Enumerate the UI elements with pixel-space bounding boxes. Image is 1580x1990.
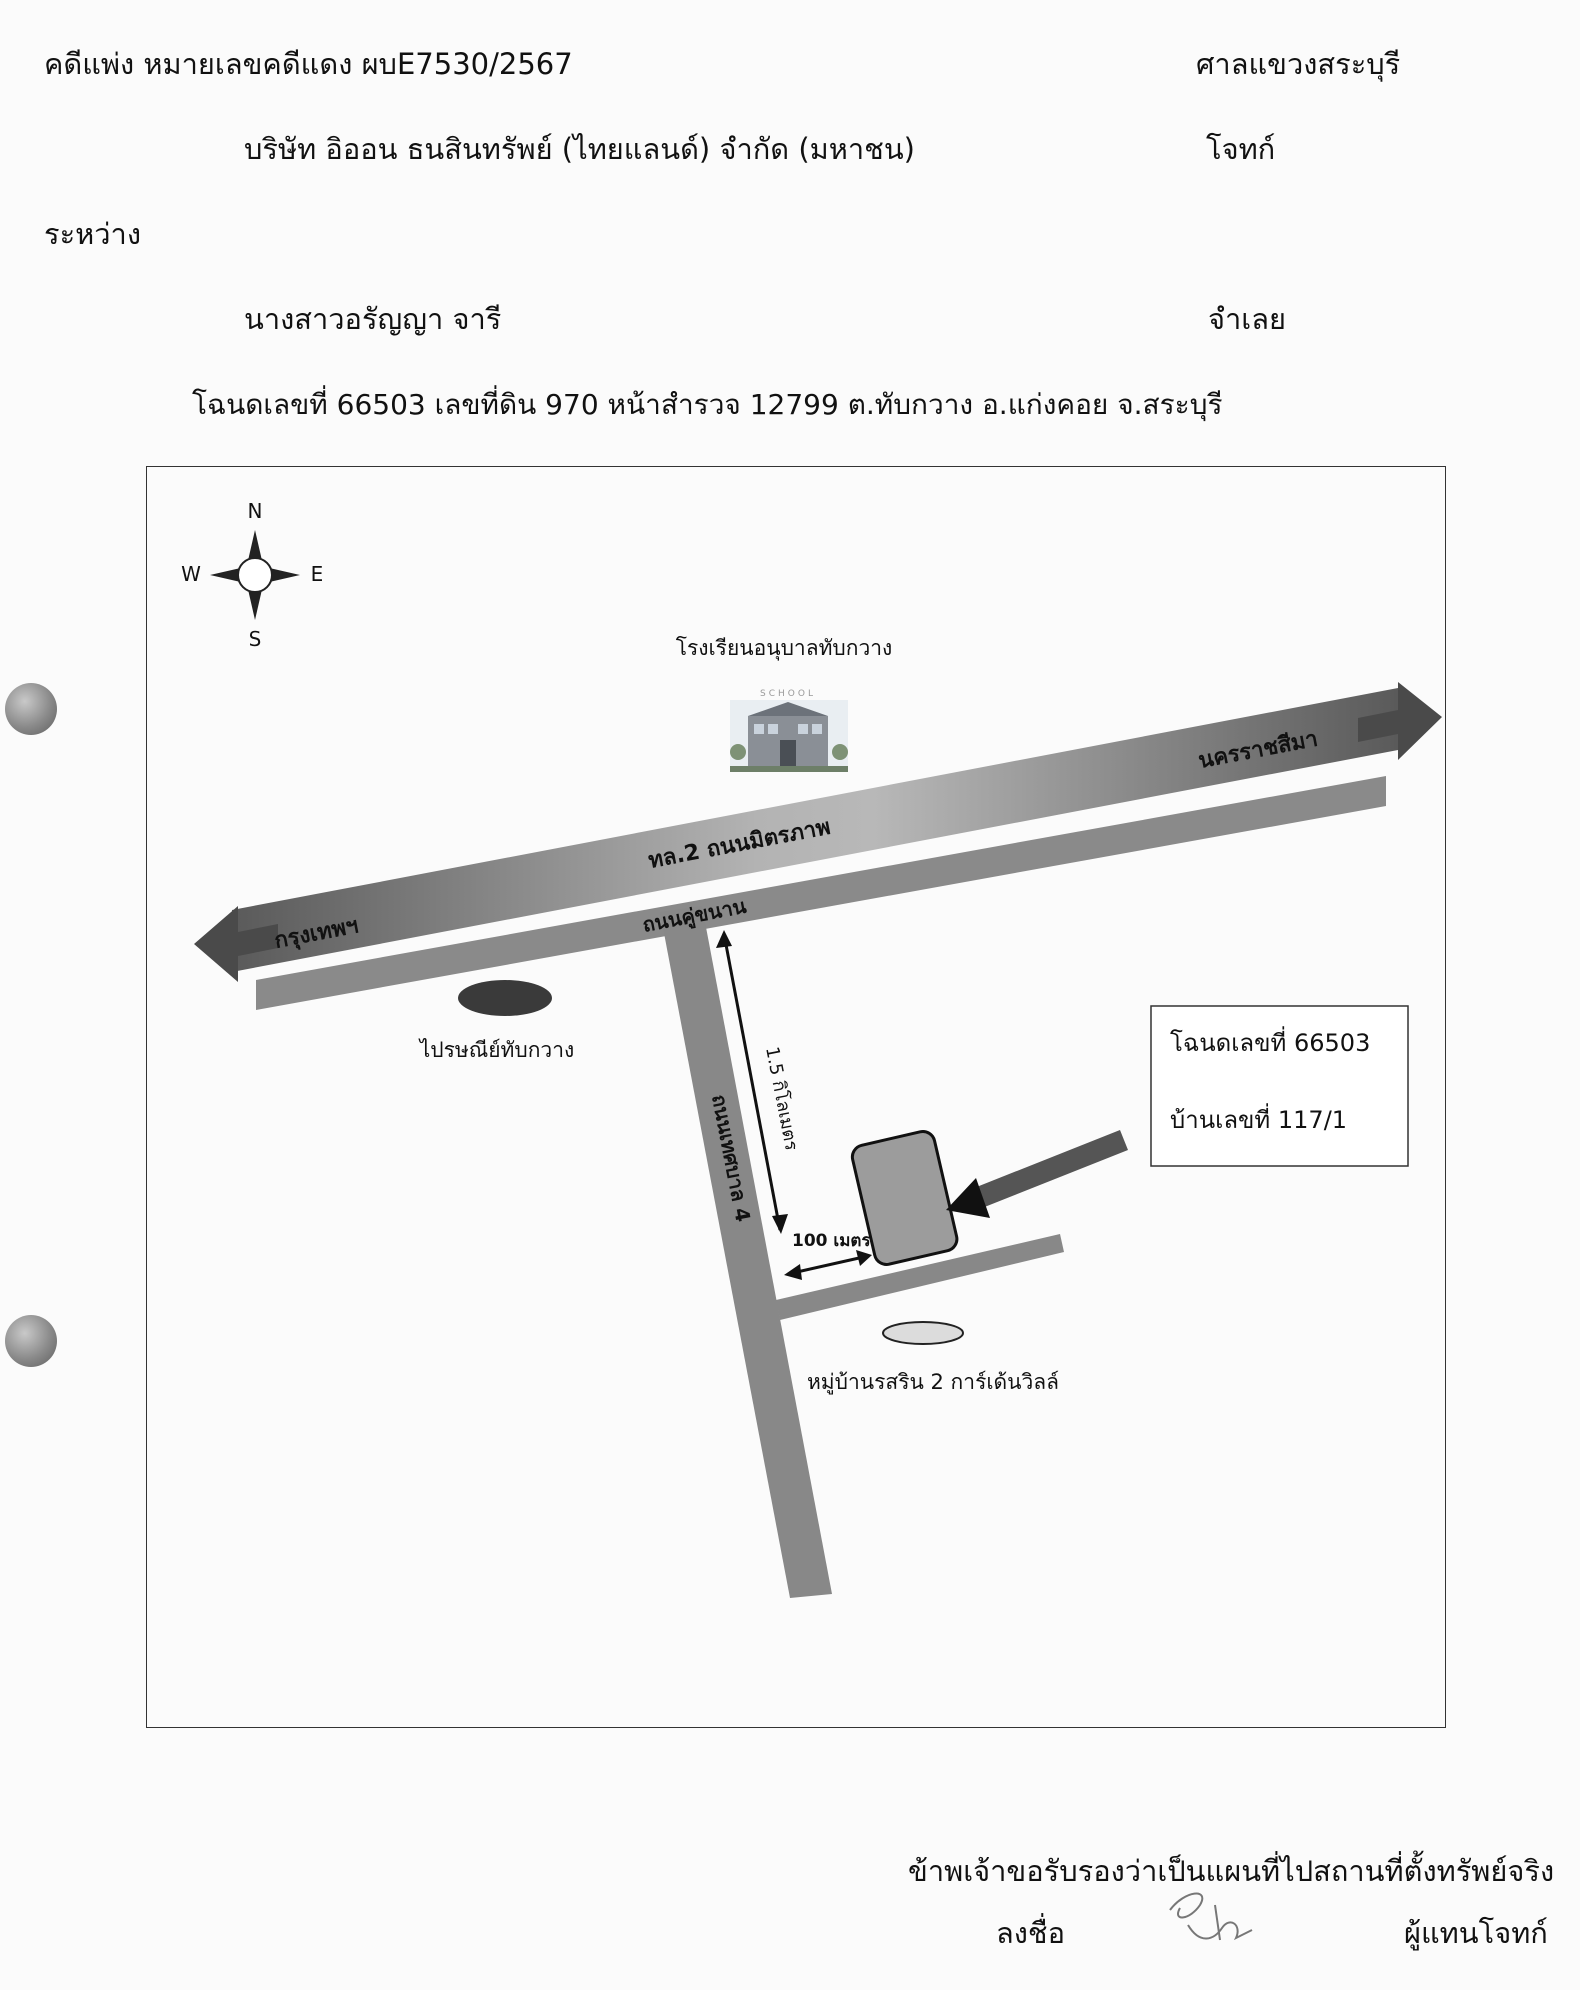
school-label: โรงเรียนอนุบาลทับกวาง [676, 636, 893, 661]
arrow-east-icon [1358, 682, 1442, 760]
defendant-name: นางสาวอรัญญา จารี [244, 302, 502, 336]
side-road [660, 906, 832, 1598]
sign-label: ลงชื่อ [996, 1916, 1066, 1950]
representative-label: ผู้แทนโจทก์ [1404, 1916, 1548, 1950]
school-icon: SCHOOL [730, 689, 848, 772]
plaintiff-name: บริษัท อิออน ธนสินทรัพย์ (ไทยแลนด์) จำกั… [244, 132, 915, 166]
compass-s: S [249, 627, 262, 651]
distance-short-label: 100 เมตร [792, 1231, 871, 1251]
compass-w: W [181, 562, 201, 586]
property-parcel [850, 1129, 959, 1266]
info-box [1150, 1005, 1409, 1167]
post-office-label: ไปรษณีย์ทับกวาง [418, 1038, 575, 1062]
arrow-west-icon [194, 906, 278, 982]
post-office-marker [458, 980, 552, 1016]
deed-line: โฉนดเลขที่ 66503 เลขที่ดิน 970 หน้าสำรวจ… [192, 388, 1223, 421]
frontage-road [256, 776, 1386, 1010]
village-road [776, 1234, 1064, 1320]
between-label: ระหว่าง [44, 217, 141, 251]
school-sign: SCHOOL [760, 689, 816, 699]
signature-mark [1169, 1892, 1253, 1941]
binder-hole-bottom [5, 1315, 57, 1367]
pointer-arrow-icon [946, 1130, 1128, 1218]
certify-text: ข้าพเจ้าขอรับรองว่าเป็นแผนที่ไปสถานที่ตั… [908, 1854, 1555, 1888]
compass-rose-icon [210, 530, 300, 620]
case-label: คดีแพ่ง หมายเลขคดีแดง ผบE7530/2567 [44, 47, 573, 81]
binder-hole-top [5, 683, 57, 735]
distance-short-arrow-icon [784, 1250, 872, 1280]
plaintiff-role: โจทก์ [1206, 132, 1276, 166]
distance-long-arrow-icon [716, 930, 788, 1234]
main-road [232, 688, 1398, 972]
defendant-role: จำเลย [1208, 302, 1286, 336]
compass-e: E [311, 562, 324, 586]
compass-n: N [248, 499, 263, 523]
map-frame [146, 466, 1446, 1728]
distance-long-label: 1.5 กิโลเมตร [761, 1045, 803, 1153]
info-house: บ้านเลขที่ 117/1 [1170, 1103, 1347, 1134]
info-deed: โฉนดเลขที่ 66503 [1170, 1026, 1370, 1057]
village-marker [882, 1321, 964, 1345]
village-label: หมู่บ้านรสริน 2 การ์เด้นวิลล์ [807, 1370, 1059, 1395]
court-name: ศาลแขวงสระบุรี [1196, 47, 1401, 81]
